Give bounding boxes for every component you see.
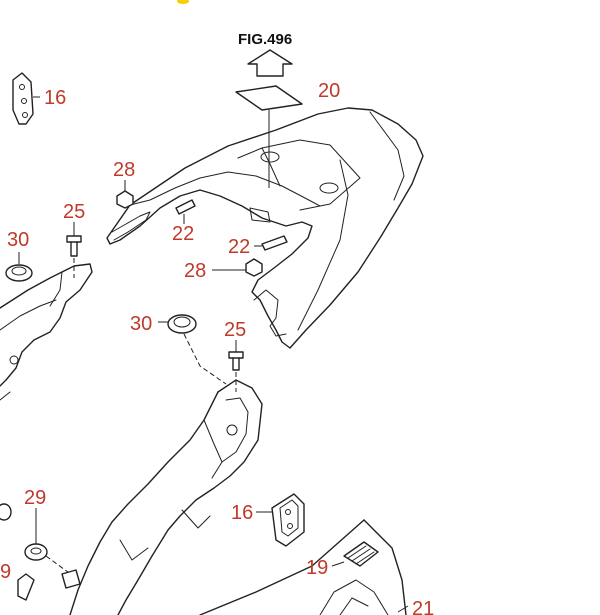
callout-21: 21 (412, 598, 434, 615)
callout-30-right: 30 (130, 313, 152, 335)
callout-22-right: 22 (228, 236, 250, 258)
callout-16-top: 16 (44, 87, 66, 109)
figure-reference[interactable]: FIG.496 (238, 31, 293, 77)
callout-30-left: 30 (7, 229, 29, 251)
callout-9: 9 (0, 561, 11, 583)
part-21-assembly (199, 519, 409, 615)
part-28-clip-upper (116, 180, 134, 209)
up-arrow-icon (247, 49, 293, 77)
part-30-grommet-left (5, 252, 33, 282)
callout-22-left: 22 (172, 223, 194, 245)
part-28-clip-lower (212, 258, 263, 277)
part-22-pad-left (175, 199, 196, 224)
callout-16-lower: 16 (231, 502, 253, 524)
part-22-pad-right (254, 235, 288, 251)
callout-25-right: 25 (224, 319, 246, 341)
part-30-grommet-right (158, 314, 227, 385)
label-plate (235, 85, 303, 188)
callout-labels: 16 20 28 25 30 22 22 28 30 25 29 16 19 9… (0, 80, 434, 615)
callout-19: 19 (306, 557, 328, 579)
right-side-rail (69, 379, 263, 615)
callout-25-left: 25 (63, 201, 85, 223)
part-20-tail-cover (106, 107, 424, 349)
part-25-bolt-left (66, 222, 82, 278)
part-29-washer (24, 508, 77, 579)
figure-reference-label: FIG.496 (238, 31, 292, 48)
part-16-bracket-lower (256, 493, 305, 547)
callout-29: 29 (24, 487, 46, 509)
left-side-rail (0, 263, 93, 401)
callout-20: 20 (318, 80, 340, 102)
callout-28-upper: 28 (113, 159, 135, 181)
top-edge-mark (177, 0, 189, 4)
callout-28-lower: 28 (184, 260, 206, 282)
part-19-rubber-pad (331, 541, 379, 567)
part-16-bracket-top (12, 72, 40, 125)
lower-left-fragments (0, 503, 81, 601)
part-25-bolt-right (228, 340, 244, 392)
